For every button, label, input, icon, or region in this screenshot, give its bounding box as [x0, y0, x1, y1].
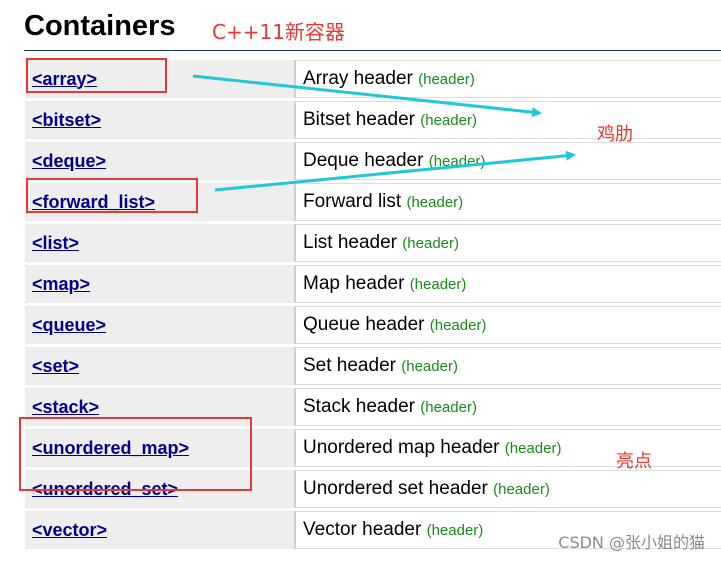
description-cell: Stack header (header) [296, 388, 721, 426]
header-link[interactable]: <array> [32, 68, 98, 89]
header-link[interactable]: <stack> [32, 396, 100, 417]
description-cell: Array header (header) [296, 60, 721, 98]
table-row: <set> Set header (header) [25, 347, 721, 385]
header-tag: (header) [418, 71, 475, 88]
table-row: <queue> Queue header (header) [25, 306, 721, 344]
title-divider [24, 50, 721, 51]
description-cell: Queue header (header) [296, 306, 721, 344]
page-title: Containers [24, 10, 176, 42]
watermark: CSDN @张小姐的猫 [558, 533, 705, 552]
description-text: Stack header [303, 396, 415, 417]
description-cell: Vector header (header) [296, 511, 721, 549]
header-tag: (header) [426, 522, 484, 539]
header-link[interactable]: <bitset> [32, 109, 102, 130]
table-row: <list> List header (header) [25, 224, 721, 262]
description-text: Queue header [303, 314, 425, 335]
description-cell: Set header (header) [296, 347, 721, 385]
containers-table: <array> Array header (header) <bitset> B… [25, 57, 721, 552]
header-tag: (header) [401, 358, 458, 375]
description-text: Array header [303, 68, 413, 89]
description-cell: Forward list (header) [296, 183, 721, 221]
description-text: Vector header [303, 519, 422, 540]
header-link[interactable]: <forward_list> [32, 191, 156, 212]
header-tag: (header) [406, 194, 464, 211]
description-cell: Unordered map header (header) [296, 429, 721, 467]
header-link-cell: <vector> [25, 511, 296, 549]
header-link[interactable]: <list> [32, 232, 80, 253]
table-row: <forward_list> Forward list (header) [25, 183, 721, 221]
header-link[interactable]: <vector> [32, 519, 108, 540]
header-link-cell: <map> [25, 265, 296, 303]
header-link[interactable]: <map> [32, 273, 91, 294]
header-link-cell: <queue> [25, 306, 296, 344]
description-cell: Bitset header (header) [296, 101, 721, 139]
description-cell: List header (header) [296, 224, 721, 262]
description-text: Unordered map header [303, 437, 500, 458]
highlight-box-unordered [19, 417, 252, 491]
header-link[interactable]: <set> [32, 355, 80, 376]
header-tag: (header) [402, 235, 459, 252]
highlight-box-forward-list [26, 178, 198, 213]
table-row: <map> Map header (header) [25, 265, 721, 303]
header-tag: (header) [409, 276, 467, 293]
header-link-cell: <array> [25, 60, 296, 98]
header-link-cell: <forward_list> [25, 183, 296, 221]
description-text: Bitset header [303, 109, 415, 130]
header-link[interactable]: <deque> [32, 150, 107, 171]
description-text: List header [303, 232, 398, 253]
header-link[interactable]: <queue> [32, 314, 107, 335]
header-tag: (header) [429, 317, 487, 334]
table-row: <bitset> Bitset header (header) [25, 101, 721, 139]
header-link-cell: <stack> [25, 388, 296, 426]
description-text: Deque header [303, 150, 424, 171]
header-tag: (header) [504, 440, 562, 457]
arrow-array [192, 74, 542, 118]
table-row: <array> Array header (header) [25, 60, 721, 98]
header-link-cell: <deque> [25, 142, 296, 180]
header-link-cell: <bitset> [25, 101, 296, 139]
description-cell: Unordered set header (header) [296, 470, 721, 508]
description-text: Set header [303, 355, 396, 376]
header-link[interactable]: <unordered_set> [32, 478, 179, 499]
header-tag: (header) [493, 481, 550, 498]
annotation-liangdian: 亮点 [616, 451, 652, 472]
description-text: Forward list [303, 191, 402, 212]
annotation-leiji: 鸡肋 [597, 124, 633, 145]
description-text: Map header [303, 273, 405, 294]
header-link-cell: <set> [25, 347, 296, 385]
header-tag: (header) [420, 112, 477, 129]
description-cell: Map header (header) [296, 265, 721, 303]
header-link[interactable]: <unordered_map> [32, 437, 190, 458]
heading-annotation: C++11新容器 [212, 20, 345, 44]
header-link-cell: <list> [25, 224, 296, 262]
header-tag: (header) [420, 399, 477, 416]
arrow-forward-list [214, 150, 576, 192]
table-row: <vector> Vector header (header) [25, 511, 721, 549]
table-row: <stack> Stack header (header) [25, 388, 721, 426]
table-row: <deque> Deque header (header) [25, 142, 721, 180]
highlight-box-array [26, 58, 167, 93]
description-text: Unordered set header [303, 478, 488, 499]
